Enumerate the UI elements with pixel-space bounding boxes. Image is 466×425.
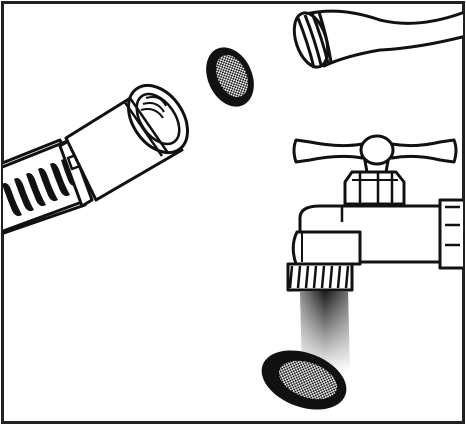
hose-washer-diagram <box>0 0 466 425</box>
diagram-canvas <box>0 0 466 425</box>
